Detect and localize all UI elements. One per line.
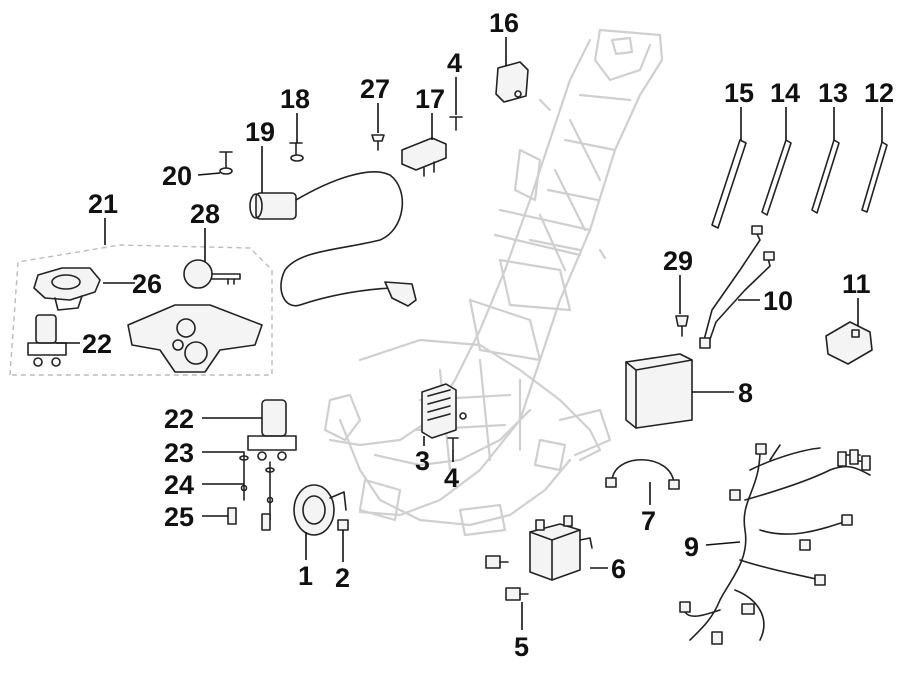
callout-22-standalone: 22 bbox=[164, 404, 194, 434]
callout-25: 25 bbox=[164, 502, 194, 532]
callout-15: 15 bbox=[724, 78, 754, 108]
key-switch-plate-part bbox=[33, 267, 101, 311]
callout-10: 10 bbox=[763, 286, 793, 316]
callout-17: 17 bbox=[415, 84, 445, 114]
callout-27: 27 bbox=[360, 74, 390, 104]
group-outline bbox=[9, 244, 273, 376]
bolts-part-5 bbox=[485, 555, 529, 601]
battery-part bbox=[625, 353, 693, 429]
starter-relay-part bbox=[529, 515, 593, 581]
bolt-part-27 bbox=[371, 134, 385, 151]
callout-2: 2 bbox=[335, 563, 350, 593]
relay-part-17 bbox=[401, 137, 447, 177]
callout-11: 11 bbox=[842, 269, 871, 299]
callout-6: 6 bbox=[611, 554, 626, 584]
bolt-part-20 bbox=[219, 151, 233, 175]
callout-7: 7 bbox=[641, 506, 656, 536]
callout-28: 28 bbox=[190, 199, 220, 229]
switch-part-standalone bbox=[247, 399, 297, 461]
bolt-part-4-top bbox=[449, 116, 463, 131]
callout-8: 8 bbox=[738, 378, 753, 408]
callout-29: 29 bbox=[663, 246, 693, 276]
leader-lines bbox=[56, 37, 883, 630]
ignition-coil-part bbox=[249, 171, 417, 307]
callout-3: 3 bbox=[415, 446, 430, 476]
callout-numbers: 21 28 26 22 20 18 19 27 17 4 16 15 14 13… bbox=[82, 8, 894, 662]
callout-19: 19 bbox=[245, 117, 275, 147]
cdi-unit-part bbox=[495, 61, 529, 103]
key-part bbox=[183, 259, 241, 289]
wiring-harness-part bbox=[679, 443, 871, 645]
callout-21: 21 bbox=[88, 189, 118, 219]
cable-part-7 bbox=[605, 458, 680, 490]
callout-18: 18 bbox=[280, 84, 310, 114]
callout-20: 20 bbox=[162, 161, 192, 191]
callout-9: 9 bbox=[684, 532, 699, 562]
callout-16: 16 bbox=[489, 8, 519, 38]
callout-22-group: 22 bbox=[82, 329, 112, 359]
callout-24: 24 bbox=[164, 470, 194, 500]
callout-4-lower: 4 bbox=[444, 463, 459, 493]
bolt-part-18 bbox=[289, 142, 304, 162]
bolt-part-4-lower bbox=[447, 437, 459, 451]
cable-ties-parts bbox=[711, 139, 888, 229]
switch-part-group bbox=[27, 314, 67, 367]
callout-12: 12 bbox=[864, 78, 894, 108]
callout-13: 13 bbox=[818, 78, 848, 108]
nut-part bbox=[337, 519, 349, 531]
callout-14: 14 bbox=[770, 78, 800, 108]
callout-1: 1 bbox=[298, 561, 313, 591]
flasher-relay-part bbox=[825, 321, 873, 365]
connector-pins-parts bbox=[227, 451, 275, 531]
callout-23: 23 bbox=[164, 438, 194, 468]
callout-26: 26 bbox=[132, 269, 162, 299]
handlebar-cover-part bbox=[127, 304, 263, 373]
regulator-part bbox=[421, 383, 467, 439]
callout-5: 5 bbox=[514, 632, 529, 662]
scooter-frame bbox=[323, 28, 664, 537]
screw-part-29 bbox=[675, 315, 689, 337]
horn-part bbox=[293, 484, 347, 536]
callout-4-top: 4 bbox=[447, 48, 462, 78]
battery-cables-part bbox=[699, 225, 775, 349]
